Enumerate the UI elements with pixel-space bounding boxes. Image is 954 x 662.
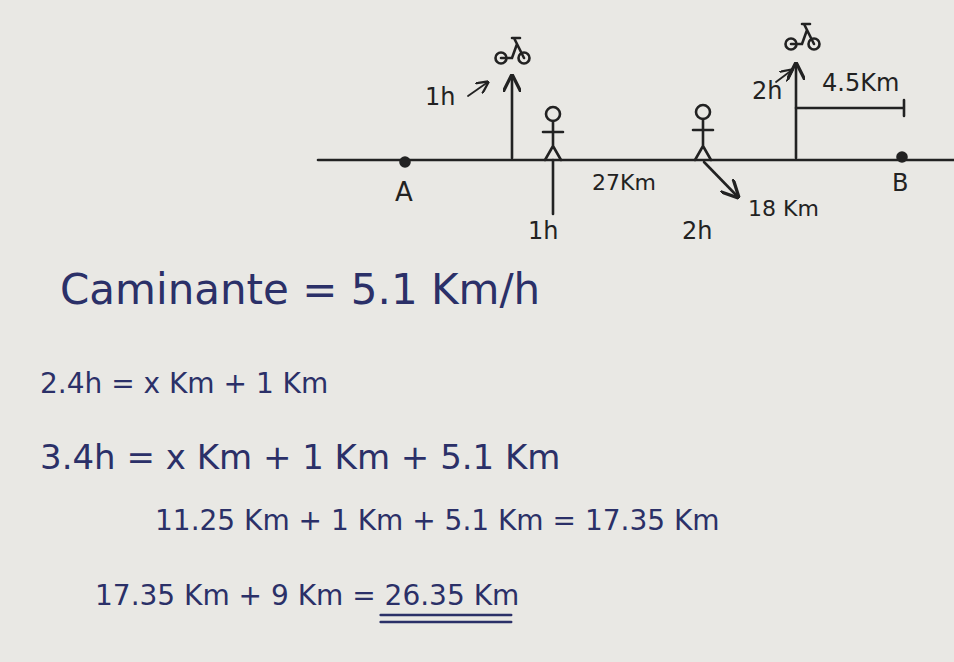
road-line bbox=[318, 159, 954, 162]
scooter-icon bbox=[786, 24, 820, 50]
time-label: 1h bbox=[425, 84, 455, 112]
point-label: A bbox=[395, 178, 413, 208]
walker-figure bbox=[693, 105, 713, 160]
result-underline bbox=[381, 621, 512, 623]
scooter-icon bbox=[496, 38, 530, 64]
point-dot bbox=[898, 153, 907, 162]
time-label: 2h bbox=[682, 218, 712, 246]
distance-bracket bbox=[796, 100, 904, 116]
small-arrow bbox=[468, 82, 488, 96]
up-arrow bbox=[795, 64, 798, 158]
point-label: B bbox=[892, 170, 908, 198]
distance-label: 27Km bbox=[592, 170, 656, 195]
walker-figure bbox=[543, 107, 563, 160]
equation: 11.25 Km + 1 Km + 5.1 Km = 17.35 Km bbox=[155, 505, 720, 537]
time-label: 1h bbox=[528, 218, 558, 246]
down-arrow bbox=[704, 162, 738, 197]
speed-statement: Caminante = 5.1 Km/h bbox=[60, 266, 540, 314]
distance-label: 18 Km bbox=[748, 196, 819, 221]
result-equation: 17.35 Km + 9 Km = 26.35 Km bbox=[95, 580, 519, 612]
up-arrow bbox=[511, 76, 514, 158]
drop-line bbox=[552, 160, 555, 214]
distance-label: 4.5Km bbox=[822, 70, 899, 98]
equation: 3.4h = x Km + 1 Km + 5.1 Km bbox=[40, 438, 560, 477]
time-label: 2h bbox=[752, 78, 782, 106]
result-underline bbox=[381, 614, 512, 616]
point-dot bbox=[401, 158, 410, 167]
equation: 2.4h = x Km + 1 Km bbox=[40, 368, 328, 400]
